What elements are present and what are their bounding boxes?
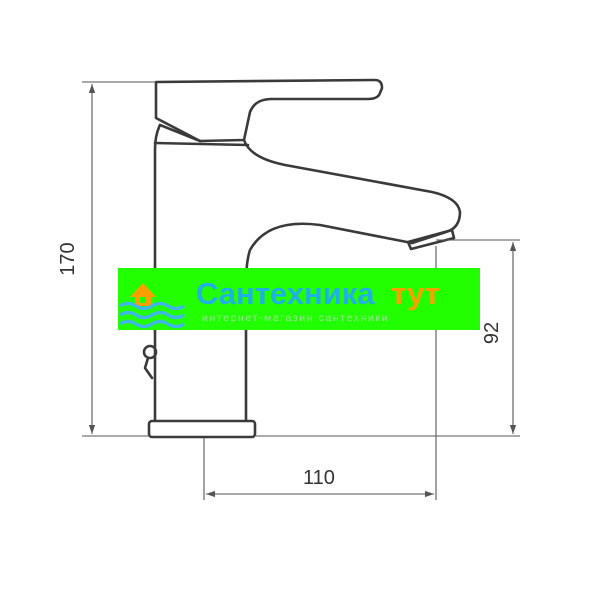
dimension-170: [82, 81, 156, 437]
dimension-label-92: 92: [481, 322, 503, 344]
watermark-logo-icon: [119, 283, 185, 329]
aerator: [406, 228, 456, 251]
watermark-brand-accent: тут: [391, 276, 440, 311]
handle-lever: [154, 78, 384, 143]
dimension-label-170: 170: [57, 242, 79, 275]
popup-rod: [143, 356, 154, 380]
dimension-label-110: 110: [303, 467, 335, 489]
faucet-base: [147, 419, 257, 439]
watermark-tagline: интернет-магазин сантехники: [202, 312, 389, 324]
svg-text:Сантехника тут: Сантехника тут: [196, 276, 440, 311]
body-cap: [153, 141, 250, 147]
dimension-92: [256, 239, 520, 437]
handle-joint: [158, 123, 202, 143]
watermark: Сантехника тут интернет-магазин сантехни…: [118, 268, 480, 330]
faucet-body-left: [153, 123, 162, 422]
watermark-background: [118, 268, 480, 330]
watermark-brand-main: Сантехника: [196, 276, 375, 311]
spout-top: [242, 138, 462, 245]
popup-rod-knob: [142, 344, 158, 360]
faucet-outline: [142, 78, 462, 439]
